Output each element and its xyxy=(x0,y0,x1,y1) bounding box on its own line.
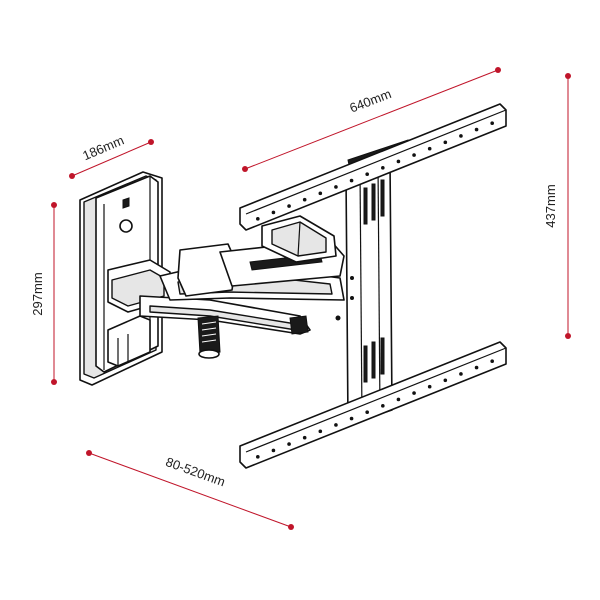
mounting-hole xyxy=(427,146,432,151)
mounting-hole xyxy=(412,153,416,157)
mounting-hole xyxy=(256,217,260,221)
mounting-hole xyxy=(256,455,260,459)
vesa-width-label: 640mm xyxy=(347,86,393,116)
mounting-hole xyxy=(302,197,307,202)
mounting-hole xyxy=(490,121,494,125)
mounting-hole xyxy=(381,166,385,170)
mounting-hole xyxy=(334,423,338,427)
mounting-hole xyxy=(381,404,385,408)
mounting-hole xyxy=(287,442,291,446)
mounting-hole xyxy=(412,391,416,395)
mounting-hole xyxy=(459,372,463,376)
mounting-hole xyxy=(318,429,323,434)
mounting-hole xyxy=(349,178,354,183)
mounting-hole xyxy=(349,416,354,421)
mounting-hole xyxy=(287,204,291,208)
mounting-hole xyxy=(427,384,432,389)
mounting-hole xyxy=(443,378,448,383)
plate-width-label: 186mm xyxy=(80,132,126,163)
mounting-hole xyxy=(490,359,494,363)
vesa-height-label: 437mm xyxy=(543,184,558,227)
mounting-hole xyxy=(302,435,307,440)
plate-height-label: 297mm xyxy=(30,272,45,315)
vesa-rail-top xyxy=(239,103,507,231)
mounting-hole xyxy=(318,191,323,196)
mounting-hole xyxy=(396,159,401,164)
dimension-vesa-height: 437mm xyxy=(543,73,571,339)
mounting-hole xyxy=(271,448,276,453)
mounting-hole xyxy=(396,397,401,402)
mounting-hole xyxy=(443,140,448,145)
mounting-hole xyxy=(365,172,369,176)
mounting-hole xyxy=(459,134,463,138)
mounting-hole xyxy=(474,365,479,370)
mounting-hole xyxy=(474,127,479,132)
mounting-hole xyxy=(365,410,369,414)
mounting-hole xyxy=(334,185,338,189)
vesa-rail-bottom xyxy=(239,341,507,469)
articulating-arm xyxy=(107,215,345,359)
mounting-hole xyxy=(271,210,276,215)
dimension-plate-height: 297mm xyxy=(30,202,57,385)
